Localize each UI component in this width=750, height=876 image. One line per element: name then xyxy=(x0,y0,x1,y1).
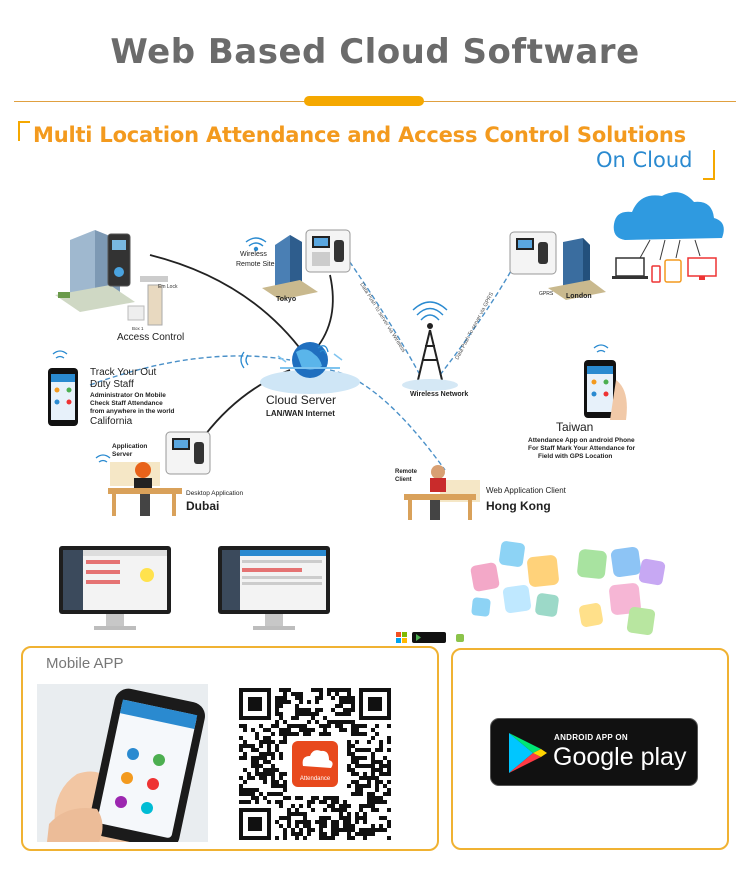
california-label: California xyxy=(90,416,133,427)
link-label-wireless: Data Push To server via Wireless xyxy=(358,282,406,354)
taiwan-desc3: Field with GPS Location xyxy=(538,453,612,460)
desktop-app-label: Desktop Application xyxy=(186,490,243,497)
taiwan-desc1: Attendance App on android Phone xyxy=(528,437,635,444)
desktop-monitor-icon-2 xyxy=(218,546,330,630)
tokyo-label: Tokyo xyxy=(276,296,296,303)
wifi-icon-cloud-left xyxy=(240,351,249,369)
phone-in-hand-image xyxy=(37,684,208,842)
phone-in-hand-illustration xyxy=(37,684,208,842)
header-title: Multi Location Attendance and Access Con… xyxy=(33,123,686,147)
server-label: Server xyxy=(112,451,133,458)
track-desc1: Administrator On Mobile xyxy=(90,392,166,399)
mobile-app-label: Mobile APP xyxy=(46,655,124,672)
qr-finder-bottom-left xyxy=(239,808,271,840)
wireless-network-label: Wireless Network xyxy=(410,391,468,398)
taiwan-label: Taiwan xyxy=(556,420,593,434)
lan-wan-label: LAN/WAN Internet xyxy=(266,409,335,418)
remote-label: Remote xyxy=(395,469,418,475)
cloud-devices-icon xyxy=(612,192,724,283)
wifi-icon-dubai xyxy=(95,454,111,463)
page-title: Web Based Cloud Software xyxy=(110,32,640,72)
wifi-icon-track xyxy=(52,350,68,359)
wifi-icon-tokyo xyxy=(245,237,267,252)
dubai-label: Dubai xyxy=(186,499,219,513)
header-subtitle: On Cloud xyxy=(596,148,693,172)
box-label: Box 1 xyxy=(132,326,144,331)
qr-code[interactable]: Attendance xyxy=(239,688,391,840)
qr-code-graphic: Attendance xyxy=(239,688,391,840)
android-app-on-label: ANDROID APP ON xyxy=(554,733,628,742)
web-app-client-label: Web Application Client xyxy=(486,486,567,495)
cloud-server-icon xyxy=(260,342,360,394)
desk-worker-icon-dubai xyxy=(108,462,182,516)
mobile-app-card: Mobile APP xyxy=(21,646,439,851)
mobile-phone-icon-track xyxy=(48,368,78,426)
cloud-icon xyxy=(302,750,333,768)
link-access-control xyxy=(149,254,306,356)
track-desc3: from anywhere in the world xyxy=(90,408,175,415)
google-play-card: ANDROID APP ON Google play xyxy=(451,648,729,850)
fingerprint-terminal-icon-london xyxy=(509,231,557,275)
google-play-icon xyxy=(509,733,547,773)
track-line2: Duty Staff xyxy=(90,379,134,390)
fingerprint-terminal-icon xyxy=(107,233,131,287)
desktop-monitor-icon-1 xyxy=(59,546,171,630)
link-label-gprs: Data Push To server via GPRS xyxy=(454,291,495,361)
google-play-badge[interactable]: ANDROID APP ON Google play xyxy=(490,718,698,786)
remote-site-label: Remote Site xyxy=(236,261,275,268)
track-line1: Track Your Out xyxy=(90,367,157,378)
taiwan-desc2: For Staff Mark Your Attendance for xyxy=(528,445,636,452)
header-bracket-top-left xyxy=(18,121,30,141)
wifi-icon-taiwan xyxy=(593,344,609,353)
google-play-wordmark: Google play xyxy=(553,743,686,772)
fingerprint-terminal-icon-tokyo xyxy=(305,229,351,273)
header-bracket-bottom-right xyxy=(703,150,715,180)
link-track xyxy=(89,355,291,386)
app-tiles-icon xyxy=(470,541,666,636)
title-rule-accent xyxy=(304,96,424,106)
london-label: London xyxy=(566,293,592,300)
wifi-icon-cloud-right xyxy=(317,345,329,355)
network-diagram: Em Lock Box 1 Access Control Wireless Re… xyxy=(48,192,724,643)
qr-finder-top-right xyxy=(359,688,391,720)
mobile-phone-icon-taiwan xyxy=(584,360,627,420)
track-desc2: Check Staff Attendance xyxy=(90,400,163,407)
client-label: Client xyxy=(395,477,412,483)
skyscraper-icon xyxy=(262,235,318,300)
application-label: Application xyxy=(112,443,147,450)
hong-kong-label: Hong Kong xyxy=(486,499,551,513)
cloud-server-label: Cloud Server xyxy=(266,393,336,407)
qr-center-label: Attendance xyxy=(300,776,331,782)
platform-icons xyxy=(396,632,464,643)
link-wireless-left xyxy=(344,254,421,376)
desk-worker-icon-hong-kong xyxy=(404,465,480,520)
google-text: Google xyxy=(553,743,634,771)
em-lock-label: Em Lock xyxy=(158,284,178,290)
fingerprint-terminal-icon-dubai xyxy=(165,431,211,475)
london-building-icon xyxy=(548,238,606,300)
gprs-tag: GPRS xyxy=(539,291,554,297)
link-tokyo xyxy=(314,274,334,351)
access-control-label: Access Control xyxy=(117,332,184,343)
play-text: play xyxy=(640,743,687,771)
wireless-label: Wireless xyxy=(240,251,267,258)
wireless-tower-icon xyxy=(402,301,458,391)
qr-finder-top-left xyxy=(239,688,271,720)
door-lock-icon xyxy=(127,276,168,326)
